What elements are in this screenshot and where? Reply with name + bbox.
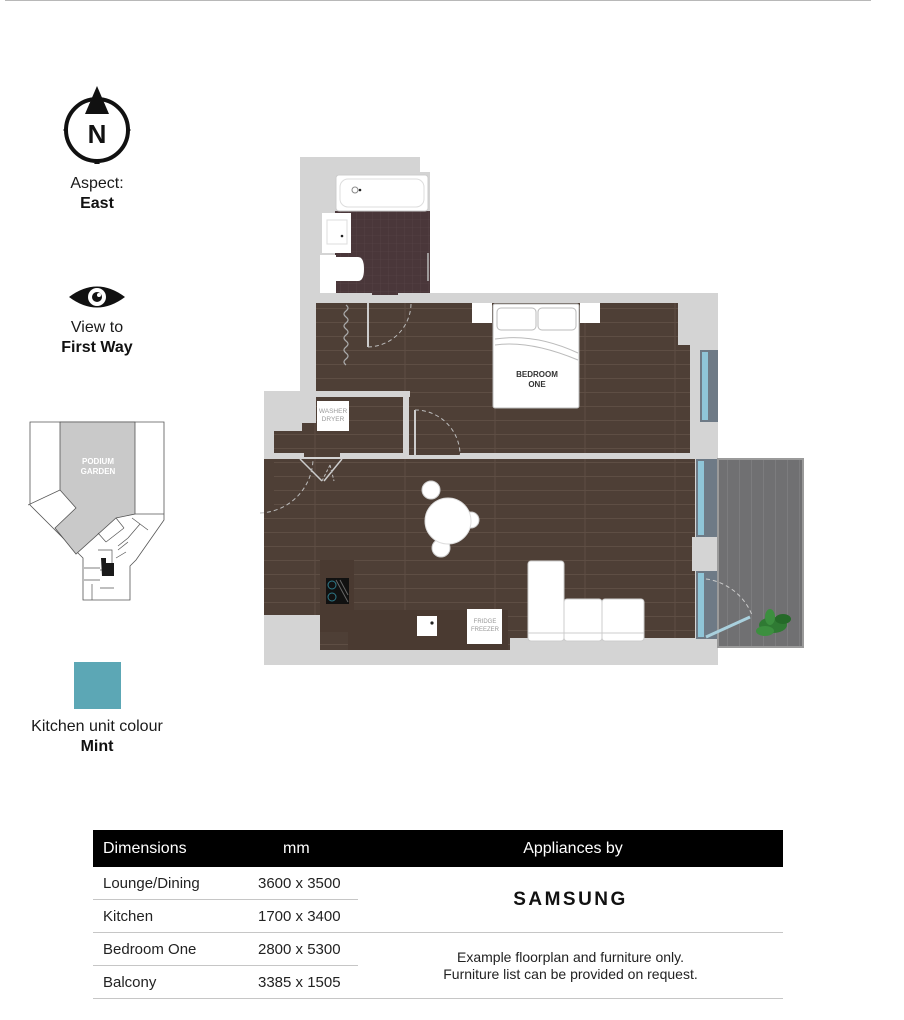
living-window [698,461,704,535]
svg-text:WASHER: WASHER [319,408,348,415]
appliance-brand-cell: SAMSUNG [358,867,783,933]
aspect-block: N Aspect: East [45,84,149,214]
table-row: Lounge/Dining 3600 x 3500 [93,867,358,900]
eye-icon [69,286,125,308]
header-dimensions: Dimensions [103,839,187,857]
room-name: Bedroom One [103,940,197,958]
table-row: Kitchen 1700 x 3400 [93,900,358,933]
building-keyplan: PODIUM GARDEN [28,421,165,601]
disclaimer-line1: Example floorplan and furniture only. [457,948,684,965]
view-label: View to [70,319,124,336]
dimensions-table: Dimensions mm Appliances by Lounge/Dinin… [93,830,783,999]
sofa-seat [601,598,645,642]
kitchen-colour-swatch [73,662,121,709]
bathtub [335,174,429,212]
toilet [336,257,364,281]
svg-text:FRIDGE: FRIDGE [474,619,497,625]
fridge-freezer [467,609,502,644]
disclaimer-cell: Example floorplan and furniture only. Fu… [358,933,783,999]
table-header: Dimensions mm Appliances by [93,830,783,867]
view-block: View to First Way [45,282,149,358]
kitchen-sink [417,616,437,636]
table-row: Bedroom One 2800 x 5300 [93,933,358,966]
aspect-label: Aspect: [70,175,124,192]
svg-text:GARDEN: GARDEN [81,467,116,476]
view-value: First Way [61,339,133,356]
room-dimension: 3385 x 1505 [258,973,341,991]
plant [756,609,791,636]
svg-text:PODIUM: PODIUM [82,457,114,466]
room-dimension: 2800 x 5300 [258,940,341,958]
svg-text:FREEZER: FREEZER [471,627,500,633]
room-dimension: 1700 x 3400 [258,907,341,925]
room-name: Kitchen [103,907,154,925]
dining-table [424,497,472,545]
header-appliances: Appliances by [523,839,623,857]
bedside-table [580,303,600,323]
aspect-value: East [80,195,114,212]
bedroom-window [702,352,708,420]
svg-text:ONE: ONE [528,380,546,389]
samsung-logo: SAMSUNG [513,888,628,910]
disclaimer-line2: Furniture list can be provided on reques… [443,965,698,982]
table-row: Balcony 3385 x 1505 [93,966,358,999]
floorplan: BEDROOM ONE WASHER DRYER FRIDGE FREEZER [260,157,804,665]
balcony-door [698,573,704,637]
dining-chair [421,480,441,500]
hob [326,578,349,604]
sofa-chaise [527,560,565,642]
compass-north-icon: N [63,86,131,164]
radiator [343,304,349,366]
kitchen-colour-block: Kitchen unit colour Mint [10,662,184,757]
kitchen-colour-label: Kitchen unit colour [31,718,163,735]
bedside-table [472,303,492,323]
svg-text:BEDROOM: BEDROOM [516,370,558,379]
room-name: Lounge/Dining [103,874,200,892]
svg-text:DRYER: DRYER [322,416,345,423]
kitchen-colour-value: Mint [80,738,114,755]
svg-text:N: N [88,119,107,149]
header-mm: mm [283,839,310,857]
sofa-seat [563,598,603,642]
room-name: Balcony [103,973,157,991]
washer-dryer [317,401,349,431]
top-divider [5,0,871,1]
room-dimension: 3600 x 3500 [258,874,341,892]
